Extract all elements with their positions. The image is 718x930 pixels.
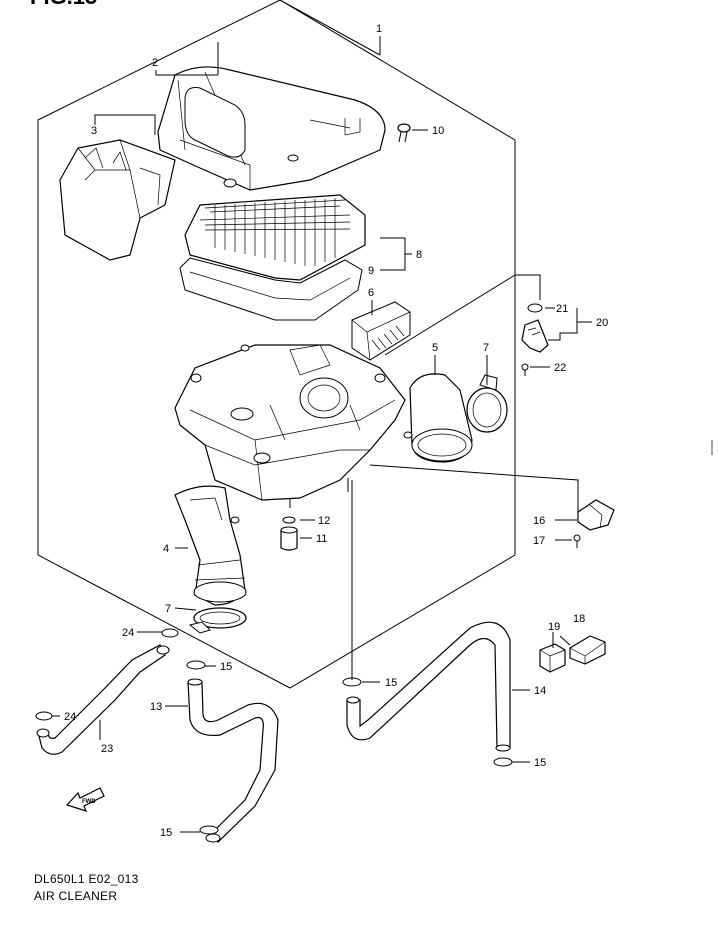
callout-24-a: 24	[122, 627, 134, 639]
callout-14: 14	[534, 685, 546, 697]
diagram-code: DL650L1 E02_013	[34, 872, 139, 886]
clamp-small-part	[282, 516, 296, 524]
callout-12: 12	[318, 515, 330, 527]
clamp-upper-part	[466, 374, 508, 433]
switch-18-part	[569, 635, 606, 665]
callout-15-b: 15	[385, 677, 397, 689]
callout-23: 23	[101, 743, 113, 755]
fwd-label: FWD	[82, 799, 96, 805]
callout-15-a: 15	[220, 661, 232, 673]
callout-9: 9	[368, 265, 374, 277]
filter-element-part	[184, 194, 366, 281]
cleaner-pad-part	[351, 301, 411, 361]
callout-8: 8	[416, 249, 422, 261]
cleaner-case-part	[174, 344, 406, 508]
forward-arrow-icon: FWD	[65, 787, 105, 812]
callout-11: 11	[316, 533, 327, 545]
cap-part	[280, 526, 298, 551]
callout-3: 3	[91, 125, 97, 137]
callout-1: 1	[376, 23, 382, 35]
drain-hose-23-part	[36, 644, 170, 755]
diagram-name: AIR CLEANER	[34, 889, 118, 903]
callout-16: 16	[533, 515, 545, 527]
sensor-assembly-part	[521, 303, 549, 376]
callout-15-c: 15	[534, 757, 546, 769]
callout-4: 4	[163, 543, 169, 555]
drain-hose-13-part	[187, 678, 279, 843]
clamp-lower-part	[188, 607, 247, 634]
sensor-16-part	[577, 499, 615, 531]
callout-10: 10	[432, 125, 444, 137]
callout-20: 20	[596, 317, 608, 329]
block-19-part	[539, 643, 566, 673]
assembly-group-outline	[37, 0, 516, 689]
callout-13: 13	[150, 701, 162, 713]
callout-15-d: 15	[160, 827, 172, 839]
callout-5: 5	[432, 342, 438, 354]
callout-7-lower: 7	[165, 603, 171, 615]
callout-22: 22	[554, 362, 566, 374]
drain-hose-14-part	[346, 621, 511, 752]
callout-2: 2	[152, 57, 158, 69]
callout-19: 19	[548, 621, 560, 633]
hose-clips	[35, 628, 513, 835]
filter-seal-part	[179, 257, 363, 321]
callout-18: 18	[573, 613, 585, 625]
cleaner-cover-part	[157, 66, 386, 191]
intake-tube-part	[403, 373, 473, 463]
figure-title: FIG.13	[30, 0, 97, 9]
leader-lines	[52, 0, 592, 833]
screw-part	[397, 123, 411, 143]
intake-duct-part	[59, 139, 176, 261]
outlet-tube-part	[174, 485, 247, 606]
screw-17-part	[573, 534, 581, 548]
callout-17: 17	[533, 535, 545, 547]
callout-21: 21	[556, 303, 568, 315]
callout-24-b: 24	[64, 711, 76, 723]
callout-6: 6	[368, 287, 374, 299]
callout-7-upper: 7	[483, 342, 489, 354]
